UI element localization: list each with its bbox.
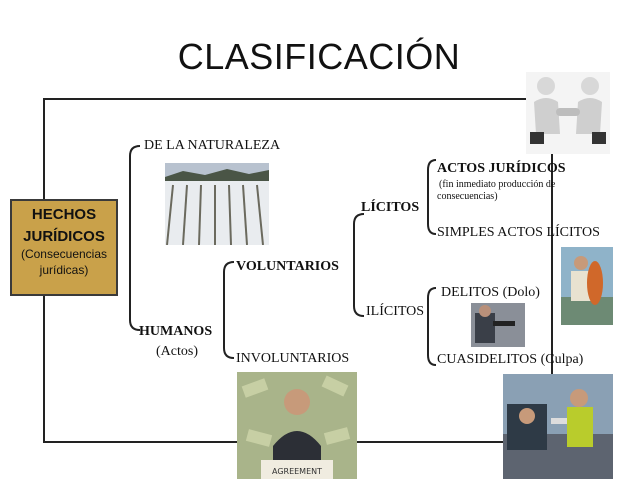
handshake-photo <box>526 72 610 154</box>
fisherman-photo <box>561 247 613 325</box>
traffic-police-photo <box>503 374 613 479</box>
svg-text:AGREEMENT: AGREEMENT <box>272 467 322 476</box>
humanos-label: HUMANOS <box>139 324 213 339</box>
actos-juridicos-label: ACTOS JURÍDICOS <box>437 161 566 176</box>
actos-note: (Actos) <box>156 344 198 359</box>
involuntarios-label: INVOLUNTARIOS <box>236 351 350 366</box>
businessman-money-photo: AGREEMENT <box>237 372 357 479</box>
frame-right-line <box>551 98 553 443</box>
page-title: CLASIFICACIÓN <box>177 36 461 77</box>
bracket-ilicitos <box>427 287 437 366</box>
juridicas-note: jurídicas) <box>39 263 89 277</box>
voluntarios-label: VOLUNTARIOS <box>236 259 339 274</box>
gunman-photo <box>471 303 525 347</box>
hechos-label: HECHOS <box>31 206 97 223</box>
delitos-label: DELITOS (Dolo) <box>441 285 540 300</box>
hechos-juridicos-box: HECHOS JURÍDICOS (Consecuencias jurídica… <box>10 199 118 296</box>
bracket-voluntarios <box>353 213 365 317</box>
de-la-naturaleza-label: DE LA NATURALEZA <box>144 138 281 153</box>
licitos-label: LÍCITOS <box>361 200 420 215</box>
actos-juridicos-note-line1: (fin inmediato producción de <box>439 179 556 190</box>
consecuencias-note: (Consecuencias <box>20 247 108 261</box>
bracket-licitos <box>427 159 437 235</box>
simples-actos-licitos-label: SIMPLES ACTOS LÍCITOS <box>437 225 600 240</box>
bracket-hechos <box>129 145 141 331</box>
snow-field-photo <box>165 163 269 245</box>
ilicitos-label: ILÍCITOS <box>366 304 425 319</box>
actos-juridicos-note-line2: consecuencias) <box>437 191 498 202</box>
juridicos-label: JURÍDICOS <box>23 228 105 245</box>
cuasidelitos-label: CUASIDELITOS (Culpa) <box>437 352 584 367</box>
bracket-humanos <box>223 261 235 359</box>
frame-top-line <box>43 98 548 100</box>
